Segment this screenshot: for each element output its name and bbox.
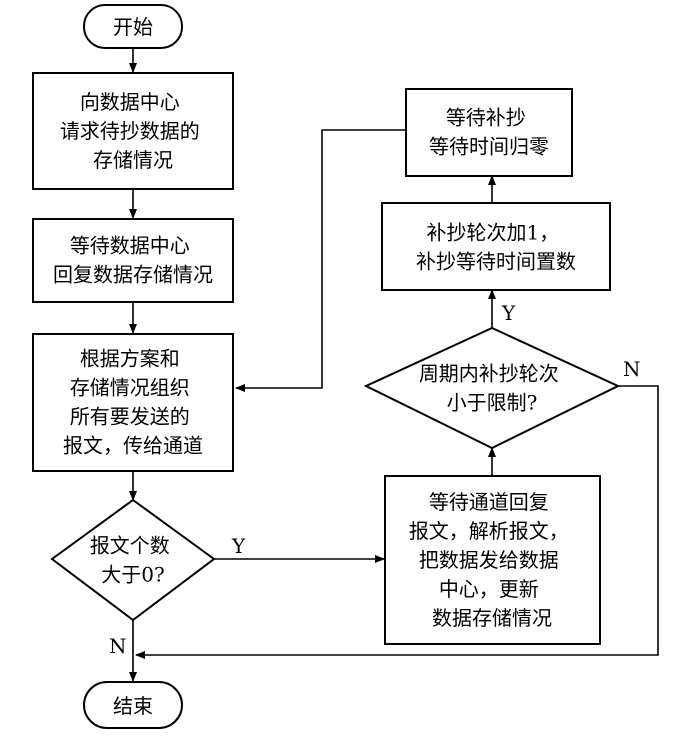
round-inc-label: 补抄轮次加1， 补抄等待时间置数 — [416, 221, 576, 274]
round-inc-box — [381, 202, 611, 291]
start-label: 开始 — [113, 15, 153, 39]
round-yes-label: Y — [501, 301, 516, 325]
end-terminal — [83, 681, 183, 729]
organize-label: 根据方案和 存储情况组织 所有要发送的 报文，传给通道 — [63, 347, 203, 458]
process-label: 等待通道回复 报文，解析报文， 把数据发给数据 中心，更新 数据存储情况 — [409, 490, 575, 630]
wait-reply-box — [32, 218, 234, 303]
wait-retry-box — [405, 88, 573, 177]
edge-wait-retry-to-organize — [235, 129, 406, 392]
round-no-label: N — [623, 357, 641, 381]
edge-labels: Y N Y N — [109, 301, 641, 658]
request-box — [32, 72, 234, 190]
start-terminal — [83, 4, 183, 49]
count-check-label: 报文个数 大于0? — [90, 534, 176, 587]
process-box — [384, 475, 601, 645]
organize-box — [32, 333, 234, 472]
count-yes-label: Y — [231, 534, 246, 558]
wait-retry-label: 等待补抄 等待时间归零 — [429, 106, 549, 159]
round-check-label: 周期内补抄轮次 小于限制? — [419, 362, 565, 415]
round-check-diamond — [363, 326, 621, 450]
node-labels: 开始 向数据中心 请求待抄数据的 存储情况 等待数据中心 回复数据存储情况 根据… — [53, 15, 576, 718]
wait-reply-label: 等待数据中心 回复数据存储情况 — [53, 234, 213, 287]
request-label: 向数据中心 请求待抄数据的 存储情况 — [60, 90, 206, 172]
count-no-label: N — [109, 634, 127, 658]
shapes — [32, 4, 621, 729]
end-label: 结束 — [113, 694, 153, 718]
edge-round-no-to-end — [135, 385, 659, 659]
connectors — [129, 48, 659, 682]
count-check-diamond — [50, 498, 216, 622]
